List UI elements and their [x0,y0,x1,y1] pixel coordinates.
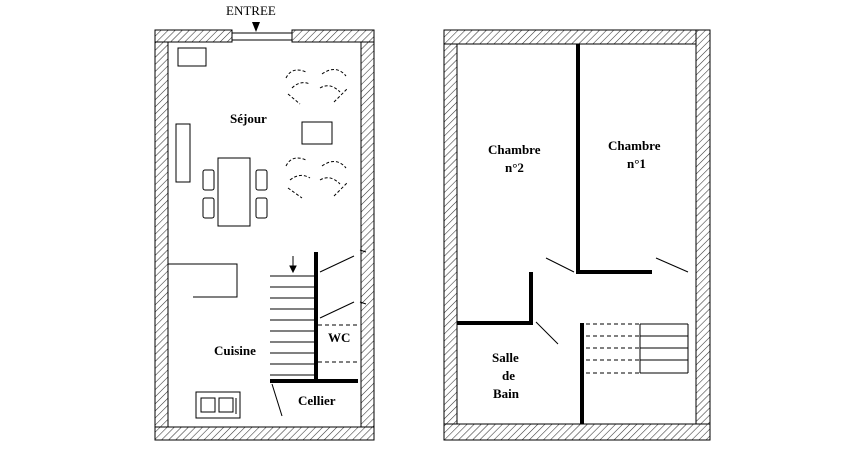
cellier-door [271,383,283,417]
ground-staircase [270,256,316,376]
cellier-label: Cellier [298,393,336,408]
ground-wall-left [154,41,169,428]
entrance-label: ENTREE [226,3,276,18]
ground-wall-right [360,41,375,428]
bench [175,123,191,183]
sejour-label: Séjour [230,111,267,126]
upper-wall-right [695,29,711,441]
upper-floor-plan: Chambre n°2 Chambre n°1 Salle de Bain [443,29,711,441]
door-chambre2 [545,257,575,273]
ground-wall-top-left [154,29,233,43]
upper-wall-left [443,29,458,441]
sink-icon [195,391,241,419]
salle-label-line1: Salle [492,350,519,365]
entrance-arrow-icon [252,22,260,32]
dining-table [217,157,251,227]
chair-2 [202,197,215,219]
upper-staircase [586,323,689,374]
coffee-table [301,121,333,145]
chambre2-label-line2: n°2 [505,160,524,175]
chambre2-label-line1: Chambre [488,142,541,157]
ground-wall-top-right [291,29,375,43]
salle-label-line3: Bain [493,386,520,401]
armchairs [285,69,349,199]
door-salle [535,321,559,345]
chair-3 [255,169,268,191]
upper-wall-bottom [443,423,711,441]
sideboard [177,47,207,67]
salle-label-line2: de [502,368,515,383]
door-upper [319,255,355,273]
kitchen-counter [168,263,238,298]
entrance-door [231,32,293,41]
ground-wall-bottom [154,426,375,441]
door-chambre1 [655,257,689,273]
chambre1-label-line2: n°1 [627,156,646,171]
wc-door-swing [359,249,367,305]
door-wc [319,301,355,319]
chair-1 [202,169,215,191]
cuisine-label: Cuisine [214,343,256,358]
chambre1-label-line1: Chambre [608,138,661,153]
wc-label: WC [328,330,350,345]
ground-floor-plan: ENTREE Séjour Cuisine [154,3,375,441]
upper-wall-top [443,29,711,45]
chair-4 [255,197,268,219]
